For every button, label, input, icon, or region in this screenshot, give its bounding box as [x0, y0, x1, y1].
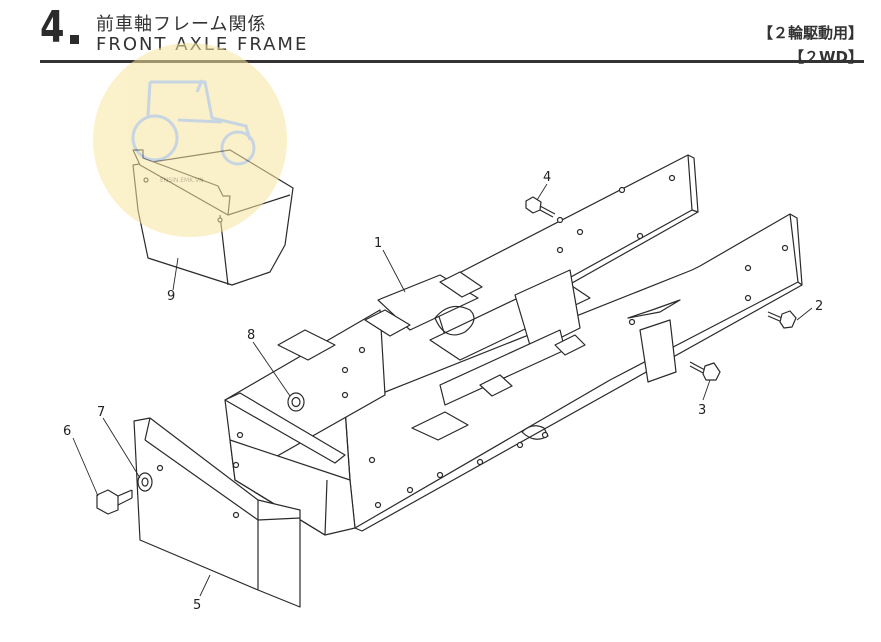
tractor-logo-icon	[131, 79, 256, 166]
callout-3: 3	[698, 403, 706, 418]
section-title-japanese: 前車軸フレーム関係	[96, 14, 267, 35]
mounting-brackets	[277, 271, 681, 441]
callout-labels: 1 2 3 4 5 6 7 8 9	[63, 170, 823, 613]
callout-4: 4	[543, 170, 551, 185]
part-3-bolt	[689, 361, 721, 381]
watermark: ENSIN.EMK.VN	[93, 43, 287, 237]
drive-type-japanese: 【２輪駆動用】	[757, 24, 863, 42]
callout-7: 7	[97, 405, 105, 420]
callout-1: 1	[374, 236, 382, 251]
part-4-bolt	[525, 196, 556, 218]
part-8-nut	[287, 392, 305, 412]
leader-lines	[72, 183, 813, 597]
callout-8: 8	[247, 328, 255, 343]
bolt-holes	[232, 174, 789, 519]
section-number: 4	[40, 2, 65, 53]
watermark-text: ENSIN.EMK.VN	[160, 177, 204, 184]
callout-6: 6	[63, 424, 71, 439]
part-6-bolt	[96, 489, 133, 515]
section-number-dot	[70, 35, 79, 44]
callout-5: 5	[193, 598, 201, 613]
callout-2: 2	[815, 299, 823, 314]
middle-cross-members	[377, 269, 591, 406]
callout-9: 9	[167, 289, 175, 304]
part-2-bolt	[767, 310, 797, 329]
part-7-washer	[137, 472, 153, 492]
header-rule	[40, 60, 864, 63]
front-cross-member	[224, 309, 386, 536]
